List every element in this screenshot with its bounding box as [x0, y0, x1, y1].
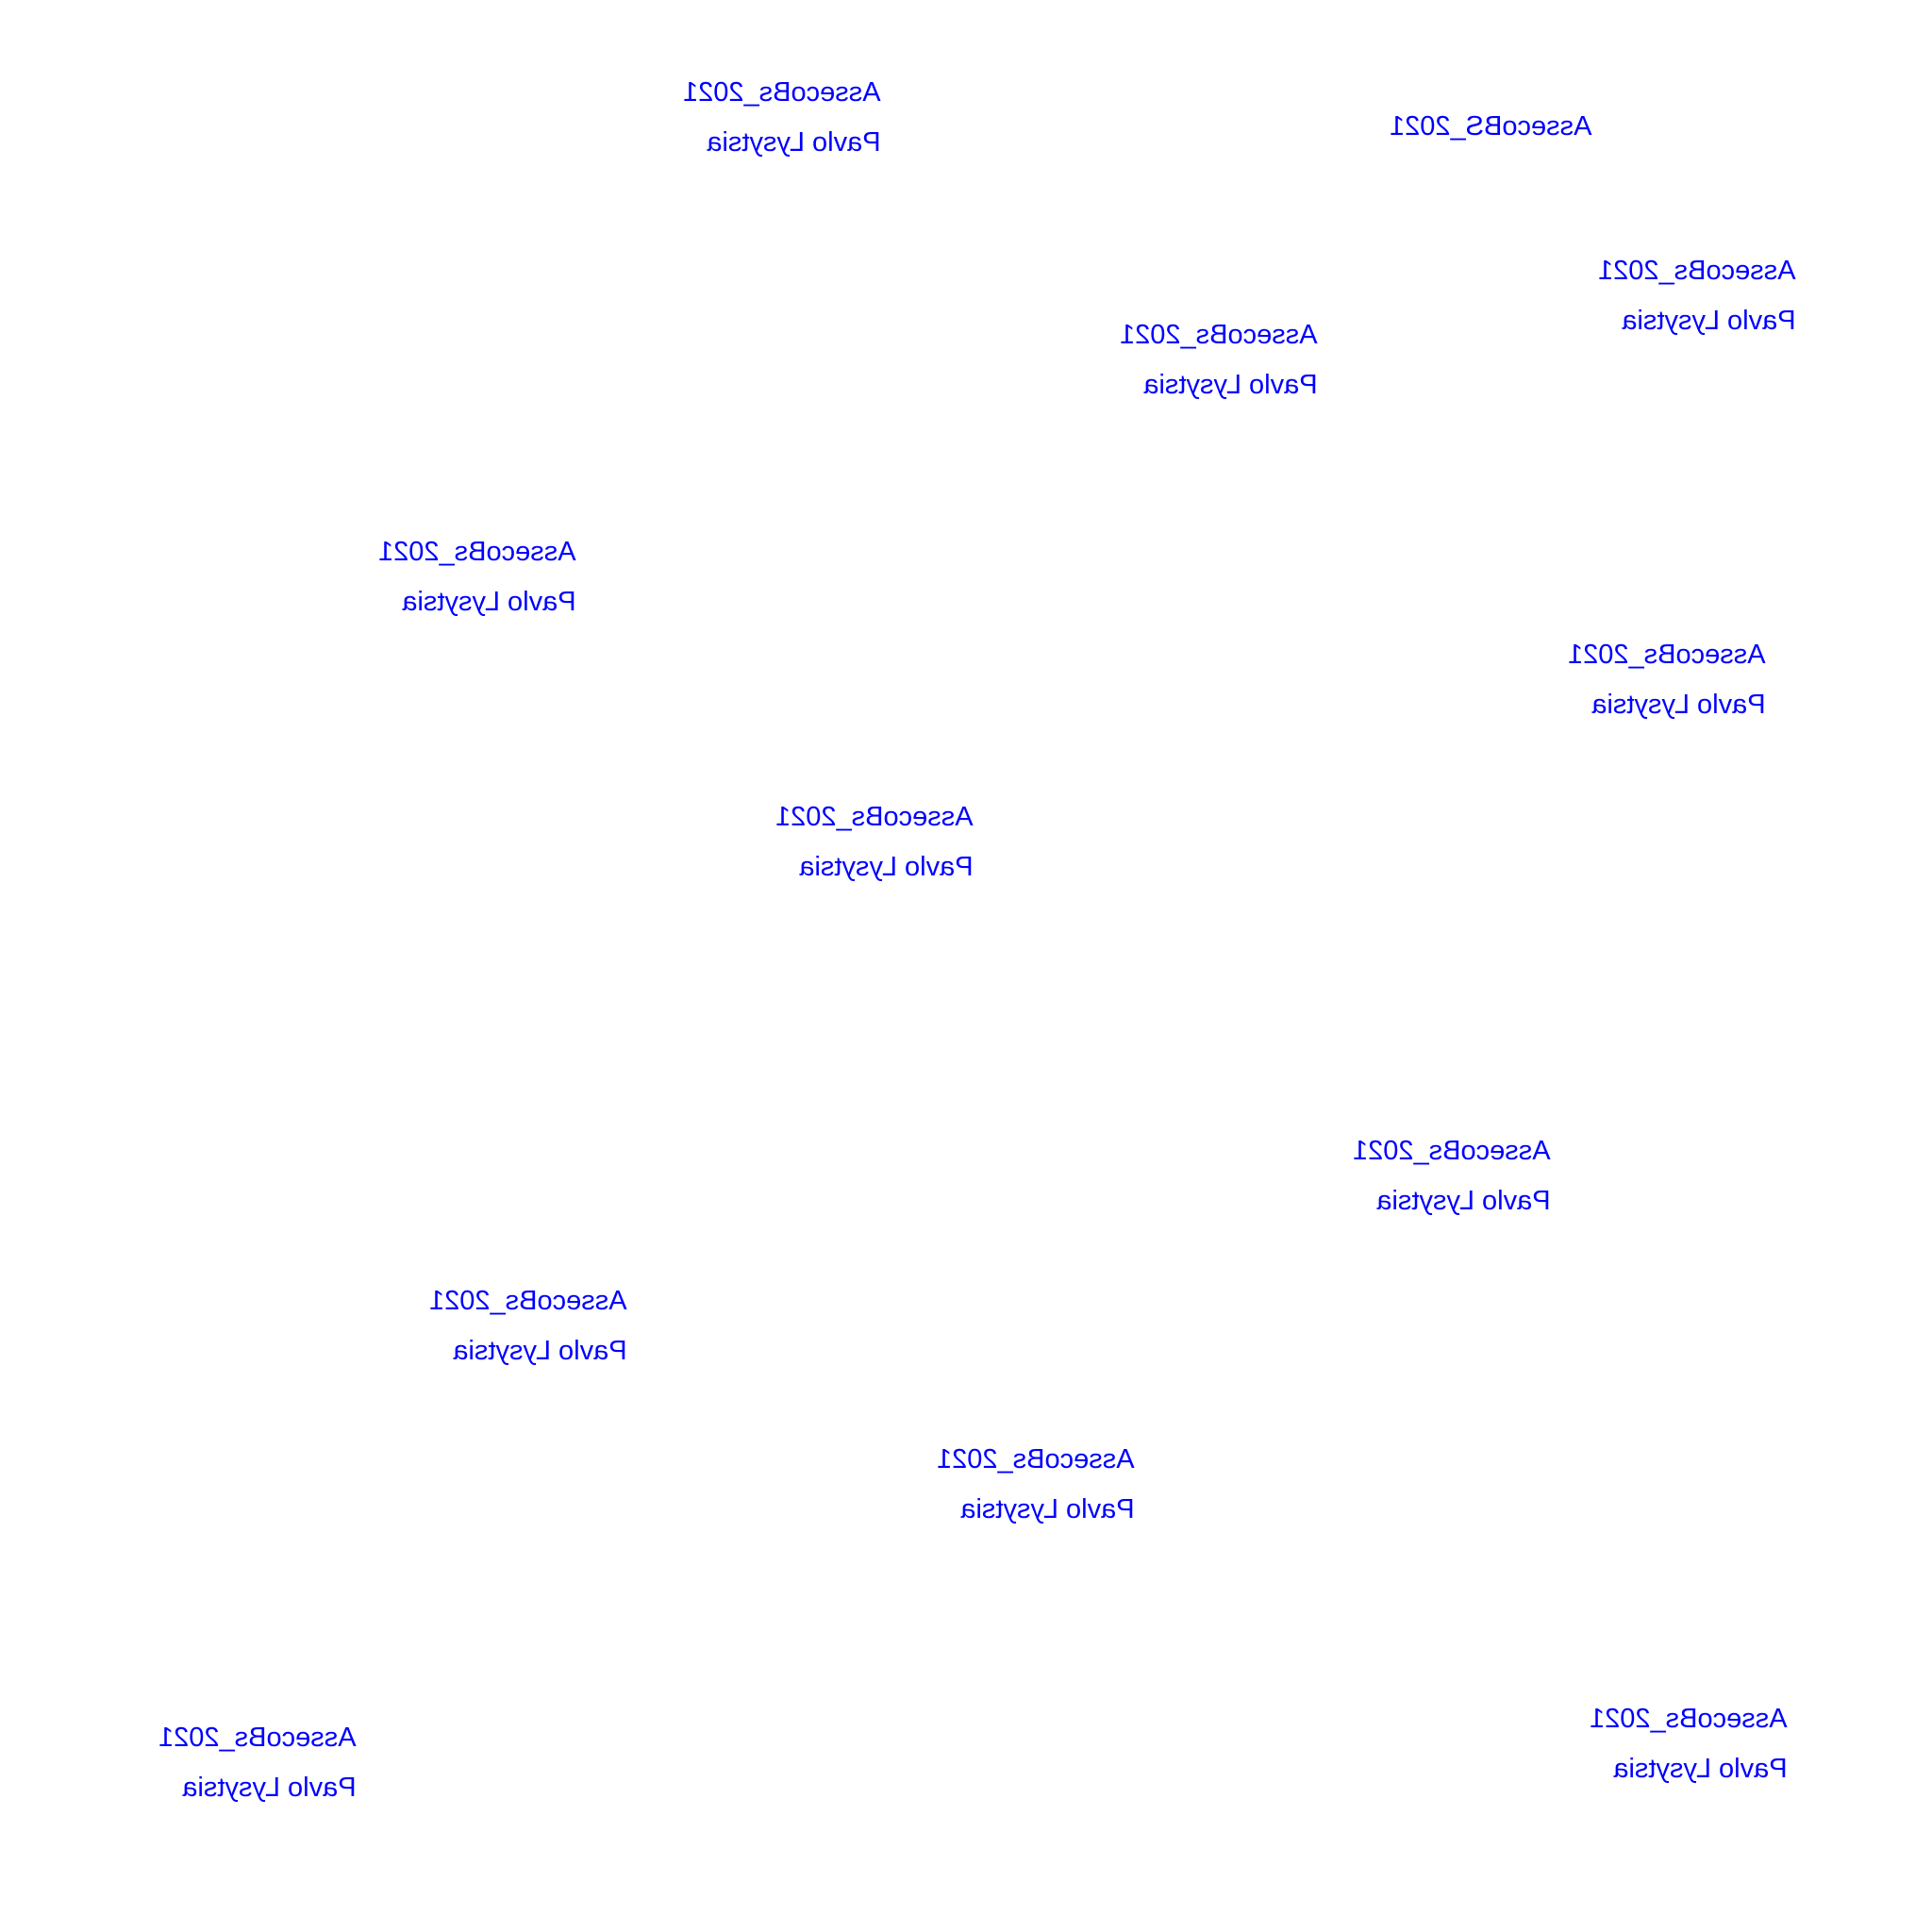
watermark-label: AssecoBs_2021 Pavlo Lysytsia — [683, 68, 881, 168]
watermark-label: AssecoBs_2021 Pavlo Lysytsia — [775, 792, 974, 892]
watermark-label: AssecoBs_2021 Pavlo Lysytsia — [429, 1276, 627, 1376]
watermark-label: AssecoBs_2021 Pavlo Lysytsia — [158, 1713, 357, 1813]
watermark-line-2: Pavlo Lysytsia — [960, 1494, 1135, 1524]
watermark-line-2: Pavlo Lysytsia — [402, 587, 576, 617]
watermark-line-2: Pavlo Lysytsia — [1622, 306, 1796, 336]
watermark-line-1: AssecoBs_2021 — [158, 1723, 357, 1753]
watermark-line-1: AssecoBs_2021 — [775, 802, 974, 832]
watermark-line-1: AssecoBs_2021 — [937, 1444, 1135, 1474]
watermark-line-2: Pavlo Lysytsia — [1376, 1186, 1551, 1216]
watermark-line-1: AssecoBs_2021 — [1598, 256, 1796, 286]
watermark-line-1: AssecoBs_2021 — [1568, 640, 1766, 670]
watermark-label: AssecoBs_2021 Pavlo Lysytsia — [1353, 1126, 1551, 1226]
watermark-line-2: Pavlo Lysytsia — [1613, 1754, 1788, 1784]
watermark-line-1: AssecoBs_2021 — [429, 1286, 627, 1316]
watermark-line-2: Pavlo Lysytsia — [182, 1773, 357, 1803]
watermark-line-2: Pavlo Lysytsia — [1591, 690, 1766, 720]
watermark-line-2: Pavlo Lysytsia — [799, 852, 974, 882]
watermark-line-1: AssecoBs_2021 — [1590, 1704, 1788, 1734]
watermark-line-2: Pavlo Lysytsia — [707, 127, 881, 158]
watermark-label: AssecoBs_2021 Pavlo Lysytsia — [1598, 246, 1796, 346]
watermark-line-1: AssecoBS_2021 — [1390, 111, 1592, 142]
watermark-label: AssecoBs_2021 Pavlo Lysytsia — [378, 527, 576, 627]
watermark-label: AssecoBs_2021 Pavlo Lysytsia — [937, 1435, 1135, 1535]
watermark-line-1: AssecoBs_2021 — [378, 537, 576, 567]
watermark-line-2: Pavlo Lysytsia — [453, 1336, 627, 1366]
watermark-label: AssecoBs_2021 Pavlo Lysytsia — [1590, 1694, 1788, 1794]
watermark-line-1: AssecoBs_2021 — [1353, 1136, 1551, 1166]
watermark-label: AssecoBs_2021 Pavlo Lysytsia — [1120, 310, 1318, 410]
watermark-label: AssecoBs_2021 Pavlo Lysytsia — [1568, 630, 1766, 730]
watermark-label: AssecoBS_2021 — [1390, 102, 1591, 152]
watermark-line-1: AssecoBs_2021 — [683, 77, 881, 108]
watermark-line-2: Pavlo Lysytsia — [1143, 370, 1318, 400]
watermark-line-1: AssecoBs_2021 — [1120, 320, 1318, 350]
